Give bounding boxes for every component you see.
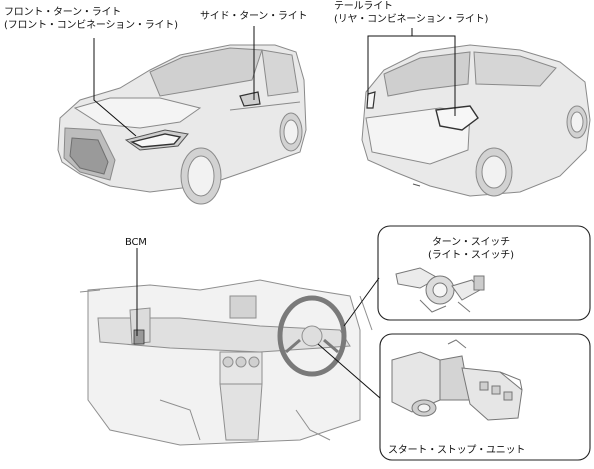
start-stop-unit-label: スタート・ストップ・ユニット <box>388 445 526 456</box>
side-turn-light-label: サイド・ターン・ライト <box>200 11 308 22</box>
front-turn-light-label: フロント・ターン・ライト <box>4 7 122 18</box>
front-car-illustration <box>57 44 307 205</box>
light-switch-label: (ライト・スイッチ) <box>428 250 514 261</box>
start-stop-unit-illustration <box>391 339 523 421</box>
turn-switch-label: ターン・スイッチ <box>432 237 510 248</box>
rear-combination-light-label: (リヤ・コンビネーション・ライト) <box>334 14 489 25</box>
turn-switch-illustration <box>395 267 485 313</box>
front-combination-light-label: (フロント・コンビネーション・ライト) <box>4 20 178 31</box>
interior-illustration <box>79 279 373 446</box>
callout-lines <box>93 26 456 399</box>
bcm-label: BCM <box>125 237 147 248</box>
rear-car-illustration <box>361 44 591 197</box>
tail-light-label: テールライト <box>334 1 393 12</box>
